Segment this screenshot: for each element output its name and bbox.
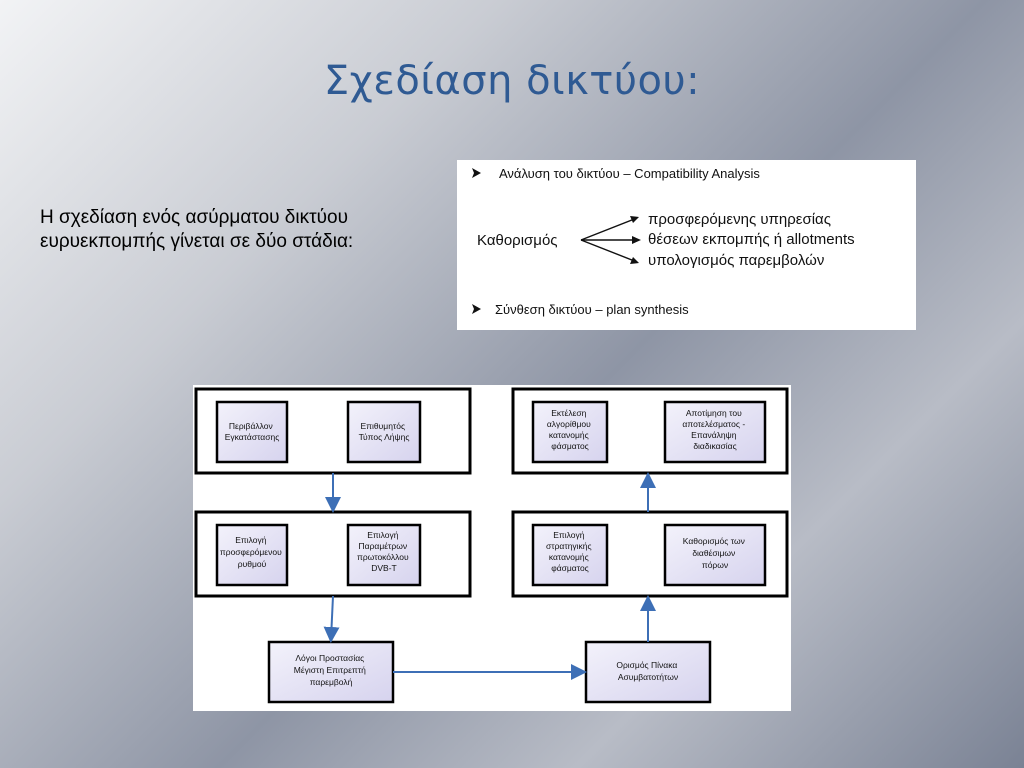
node-incompatibility-table-line: Ορισμός Πίνακα — [616, 660, 677, 670]
definition-item-sites: θέσεων εκπομπής ή allotments — [648, 231, 855, 248]
svg-text:Αποτίμηση του αποτελέσμα: Αποτίμηση του αποτελέσματος - Επανάληψη … — [682, 408, 747, 451]
intro-text: Η σχεδίαση ενός ασύρματου δικτύου ευρυεκ… — [40, 206, 440, 254]
node-evaluate-line: αποτελέσματος - — [682, 419, 745, 429]
definition-item-service: προσφερόμενης υπηρεσίας — [648, 211, 831, 228]
node-resources-line: πόρων — [702, 560, 728, 570]
node-service-rate-line: Επιλογή — [235, 535, 267, 545]
node-environment-line: Περιβάλλον — [229, 421, 273, 431]
node-reception-type-line: Τύπος Λήψης — [359, 432, 410, 442]
node-protocol-params-line: Παραμέτρων — [359, 541, 408, 551]
svg-text:Εκτέλεση αλγορίθμου: Εκτέλεση αλγορίθμου κατανομής φάσματος — [547, 408, 593, 451]
node-protocol-params — [346, 523, 422, 587]
bullet-arrow-icon — [472, 304, 481, 314]
arrow-head-icon — [632, 236, 641, 244]
bullet-arrow-icon — [472, 168, 481, 178]
svg-text:Επιλογή Παραμέτρων: Επιλογή Παραμέτρων πρωτοκόλλου DVB-T — [357, 530, 411, 573]
definition-item-interference: υπολογισμός παρεμβολών — [648, 252, 824, 269]
node-protocol-params-line: Επιλογή — [367, 530, 399, 540]
node-resources-line: Καθορισμός των — [683, 536, 745, 546]
node-evaluate-line: Αποτίμηση του — [686, 408, 742, 418]
node-allocation-strategy — [531, 523, 609, 587]
node-run-algorithm-line: φάσματος — [551, 441, 589, 451]
node-evaluate — [663, 400, 767, 464]
node-resources — [663, 523, 767, 587]
step-analysis: Ανάλυση του δικτύου – Compatibility Anal… — [499, 166, 760, 181]
node-evaluate-line: διαδικασίας — [693, 441, 736, 451]
svg-text:Καθορισμός των διαθέσιμω: Καθορισμός των διαθέσιμων πόρων — [683, 536, 748, 570]
node-allocation-strategy-line: φάσματος — [551, 563, 589, 573]
node-protection-ratios-line: Μέγιστη Επιτρεπτή — [294, 665, 366, 675]
svg-text:Ορισμός Πίνακα Ασυμβατοτ: Ορισμός Πίνακα Ασυμβατοτήτων — [616, 660, 679, 682]
node-service-rate-line: προσφερόμενου — [220, 547, 282, 557]
svg-text:Περιβάλλον Εγκατάστασης: Περιβάλλον Εγκατάστασης — [225, 421, 280, 442]
intro-line: Η σχεδίαση ενός ασύρματου δικτύου — [40, 207, 348, 228]
node-run-algorithm-line: αλγορίθμου — [547, 419, 591, 429]
node-reception-type — [346, 400, 422, 464]
node-run-algorithm-line: κατανομής — [549, 430, 589, 440]
svg-text:Επιθυμητός Τύπος Λήψης: Επιθυμητός Τύπος Λήψης — [359, 421, 410, 442]
node-protection-ratios — [267, 640, 395, 704]
node-allocation-strategy-line: Επιλογή — [553, 530, 585, 540]
node-protection-ratios-line: παρεμβολή — [310, 677, 353, 687]
branch-arrows — [580, 217, 638, 263]
node-evaluate-line: Επανάληψη — [691, 430, 737, 440]
node-reception-type-line: Επιθυμητός — [361, 421, 406, 431]
node-protection-ratios-line: Λόγοι Προστασίας — [295, 653, 364, 663]
node-service-rate-line: ρυθμού — [238, 559, 267, 569]
node-run-algorithm-line: Εκτέλεση — [551, 408, 586, 418]
definition-root: Καθορισμός — [477, 232, 558, 249]
svg-text:Επιλογή προσφερόμενου: Επιλογή προσφερόμενου ρυθμού — [220, 535, 284, 569]
node-incompatibility-table-line: Ασυμβατοτήτων — [618, 672, 678, 682]
design-stages-panel: Ανάλυση του δικτύου – Compatibility Anal… — [457, 160, 916, 330]
node-incompatibility-table — [584, 640, 712, 704]
svg-text:Λόγοι Προστασίας Μέγιστη: Λόγοι Προστασίας Μέγιστη Επιτρεπτή παρεμ… — [294, 653, 368, 687]
connector-rate-to-protection — [323, 595, 340, 643]
node-protocol-params-line: πρωτοκόλλου — [357, 552, 409, 562]
node-allocation-strategy-line: κατανομής — [549, 552, 589, 562]
intro-line: ευρυεκπομπής γίνεται σε δύο στάδια: — [40, 231, 354, 252]
slide-title: Σχεδίαση δικτύου: — [323, 58, 701, 104]
node-environment — [215, 400, 289, 464]
node-allocation-strategy-line: στρατηγικής — [546, 541, 592, 551]
planning-flowchart: Περιβάλλον Εγκατάστασης Επιθυμητός Τύπος… — [193, 385, 791, 711]
node-environment-line: Εγκατάστασης — [225, 432, 280, 442]
svg-text:Επιλογή στρατηγικής: Επιλογή στρατηγικής κατανομής φάσματος — [546, 530, 594, 573]
arrow-head-icon — [630, 216, 639, 223]
node-protocol-params-line: DVB-T — [371, 563, 397, 573]
step-synthesis: Σύνθεση δικτύου – plan synthesis — [495, 302, 689, 317]
node-resources-line: διαθέσιμων — [692, 548, 735, 558]
node-service-rate — [215, 523, 289, 587]
arrow-head-icon — [630, 257, 639, 264]
node-run-algorithm — [531, 400, 609, 464]
